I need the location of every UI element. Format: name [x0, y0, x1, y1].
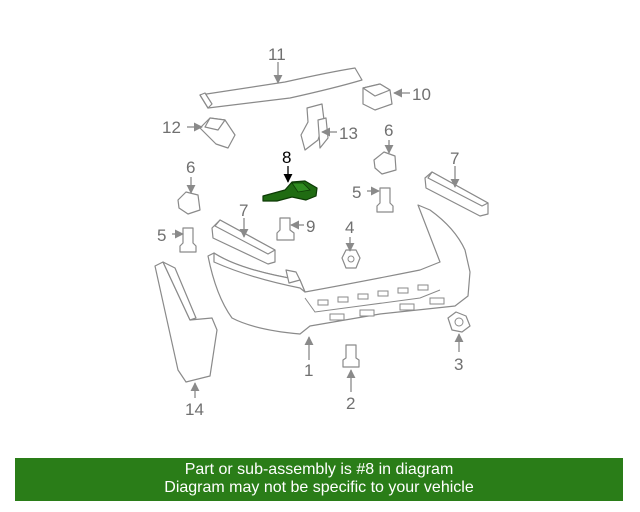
part-8-highlighted-bracket: [262, 166, 318, 202]
callout-10: 10: [412, 85, 431, 104]
callout-4: 4: [345, 218, 354, 237]
callout-1: 1: [304, 361, 313, 380]
callout-13: 13: [339, 124, 358, 143]
callout-3: 3: [454, 355, 463, 374]
part-4-nut: [341, 237, 361, 269]
part-13-bracket: [300, 103, 337, 151]
callout-2: 2: [346, 394, 355, 413]
parts-diagram: 11 10 12 13 6 6 7 7 8 5 5 9 4 1 3 2 14: [154, 45, 489, 419]
callout-5-right: 5: [352, 183, 361, 202]
part-1-bumper-cover: [207, 204, 471, 360]
part-5-left-bolt: [172, 227, 197, 253]
callout-6-left: 6: [186, 158, 195, 177]
part-5-right-bolt: [367, 186, 394, 213]
part-9-bolt: [276, 217, 304, 241]
callout-7-left: 7: [239, 201, 248, 220]
part-11-beam: [199, 62, 363, 109]
banner-line-1: Part or sub-assembly is #8 in diagram: [184, 461, 454, 478]
callout-6-right: 6: [384, 121, 393, 140]
callout-5-left: 5: [157, 226, 166, 245]
info-banner: Part or sub-assembly is #8 in diagram Di…: [15, 458, 623, 501]
part-10-bracket: [362, 83, 410, 111]
banner-line-2: Diagram may not be specific to your vehi…: [164, 479, 474, 496]
part-6-right-bracket: [373, 140, 397, 175]
part-2-bolt: [342, 344, 360, 392]
callout-12: 12: [162, 118, 181, 137]
callout-11: 11: [268, 45, 286, 64]
callout-8: 8: [282, 148, 291, 167]
part-7-right-rail: [424, 166, 489, 217]
part-6-left-bracket: [177, 177, 201, 215]
part-12-bracket: [187, 117, 236, 149]
callout-14: 14: [185, 400, 204, 419]
callout-9: 9: [306, 217, 315, 236]
part-14-mud-flap: [154, 261, 218, 398]
part-7-left-rail: [211, 218, 276, 265]
part-3-grommet: [447, 311, 471, 352]
callout-7-right: 7: [450, 149, 459, 168]
